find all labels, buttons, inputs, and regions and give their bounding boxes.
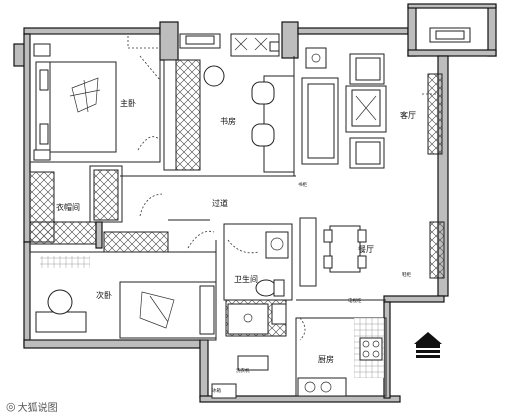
watermark: ◎ 大狐说图 [6, 399, 58, 414]
second-bedroom [29, 240, 217, 341]
label-second-bedroom: 次卧 [96, 290, 112, 300]
label-fridge: 冰箱 [212, 387, 221, 394]
label-walk-in-closet: 衣帽间 [56, 202, 80, 212]
label-cabinet-study: 书柜 [298, 181, 307, 188]
label-living-room: 客厅 [400, 110, 416, 120]
windows [179, 27, 471, 57]
label-study: 书房 [220, 116, 236, 126]
kitchen [211, 317, 387, 399]
walk-in-closet [29, 165, 123, 249]
label-bathroom: 卫生间 [234, 274, 258, 284]
label-shoe-cabinet: 鞋柜 [402, 271, 411, 278]
study [160, 56, 296, 177]
label-kitchen: 厨房 [318, 354, 334, 364]
exterior-walls [13, 3, 497, 403]
label-tv-cabinet: 电视柜 [348, 297, 362, 304]
label-master-bedroom: 主卧 [120, 98, 136, 108]
bathroom [223, 223, 293, 337]
label-washing-machine: 洗衣机 [236, 367, 250, 374]
watermark-text: 大狐说图 [17, 403, 58, 414]
dining-room [296, 217, 445, 301]
corridor [103, 175, 215, 253]
entrance-arrow-icon [414, 332, 442, 358]
weibo-logo-icon: ◎ [6, 400, 16, 413]
label-corridor: 过道 [212, 198, 228, 208]
master-bedroom [29, 33, 161, 163]
living-room [301, 47, 443, 169]
label-dining-room: 餐厅 [358, 245, 374, 254]
